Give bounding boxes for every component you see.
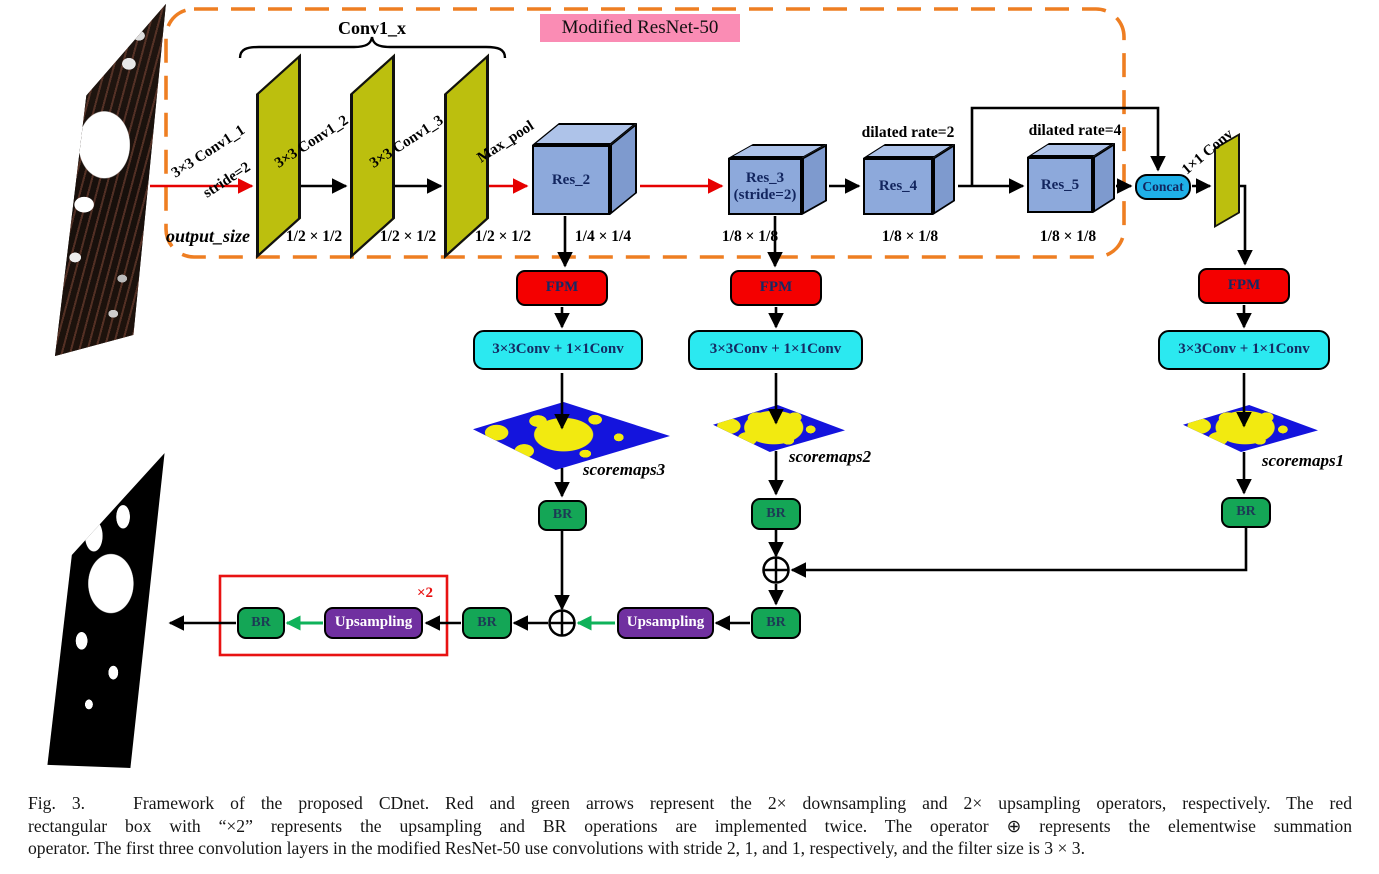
caption-line-3: operator. The first three convolution la…: [28, 838, 1085, 858]
res5-cube-front: [1027, 157, 1093, 213]
upsampling-box-2: Upsampling: [617, 607, 714, 639]
res4-label: Res_4: [878, 178, 918, 195]
size-res5: 1/8 × 1/8: [1039, 228, 1097, 245]
conv1x-brace: [238, 36, 507, 59]
br-box-after-sum1: BR: [462, 607, 512, 639]
caption-line-1: Fig. 3. Framework of the proposed CDnet.…: [28, 793, 1352, 813]
size-conv1: 1/2 × 1/2: [285, 228, 343, 245]
conv-combo-box-3: 3×3Conv + 1×1Conv: [473, 330, 643, 370]
br-box-col3: BR: [538, 500, 587, 531]
arrow-br1-to-sum2: [790, 528, 1248, 578]
conv-group-title: Conv1_x: [337, 18, 406, 38]
figure-caption: Fig. 3. Framework of the proposed CDnet.…: [28, 792, 1352, 860]
res3-stride: (stride=2): [733, 186, 797, 203]
resnet-title-box: Modified ResNet-50: [540, 14, 740, 42]
res2-label: Res_2: [551, 171, 591, 188]
conv-combo-box-2: 3×3Conv + 1×1Conv: [688, 330, 863, 370]
scoremap3-label: scoremaps3: [582, 460, 666, 479]
br-box-after-sum2: BR: [751, 607, 801, 639]
repeat-red-box: [218, 574, 449, 657]
scoremap2-label: scoremaps2: [788, 447, 872, 466]
fpm-box-3: FPM: [516, 270, 608, 306]
skip-res4-to-concat: [970, 106, 1166, 186]
size-conv2: 1/2 × 1/2: [379, 228, 437, 245]
res4-cube-front: [863, 158, 933, 215]
fpm-box-1: FPM: [1198, 268, 1290, 304]
br-box-col2: BR: [751, 498, 801, 530]
size-res4: 1/8 × 1/8: [881, 228, 939, 245]
res3-label: Res_3 (stride=2): [728, 158, 802, 215]
size-res3: 1/8 × 1/8: [721, 228, 779, 245]
br-box-final: BR: [237, 607, 285, 639]
resnet-dashed-box: [164, 7, 1126, 259]
sum-operator-2: [762, 556, 790, 584]
times2-label: ×2: [416, 585, 434, 601]
connector-layer: [150, 7, 1253, 657]
conv-combo-box-1: 3×3Conv + 1×1Conv: [1158, 330, 1330, 370]
res3-name: Res_3: [745, 170, 785, 186]
upsampling-box-1: Upsampling: [324, 607, 423, 639]
output-size-label: output_size: [166, 226, 251, 246]
resnet-title: Modified ResNet-50: [561, 17, 719, 38]
br-box-col1: BR: [1221, 497, 1271, 528]
res3-cube-front: [728, 158, 802, 215]
res2-cube-front: [532, 145, 610, 215]
dilated-rate-4-label: dilated rate=4: [1028, 122, 1122, 139]
fpm-box-2: FPM: [730, 270, 822, 306]
res5-label: Res_5: [1040, 176, 1080, 193]
sum-operator-1: [548, 609, 576, 637]
scoremap1-label: scoremaps1: [1261, 451, 1345, 470]
size-res2: 1/4 × 1/4: [574, 228, 632, 245]
dilated-rate-2-label: dilated rate=2: [861, 124, 955, 141]
concat-box: Concat: [1135, 174, 1191, 200]
caption-line-2: rectangular box with “×2” represents the…: [28, 815, 1352, 836]
size-conv3: 1/2 × 1/2: [474, 228, 532, 245]
